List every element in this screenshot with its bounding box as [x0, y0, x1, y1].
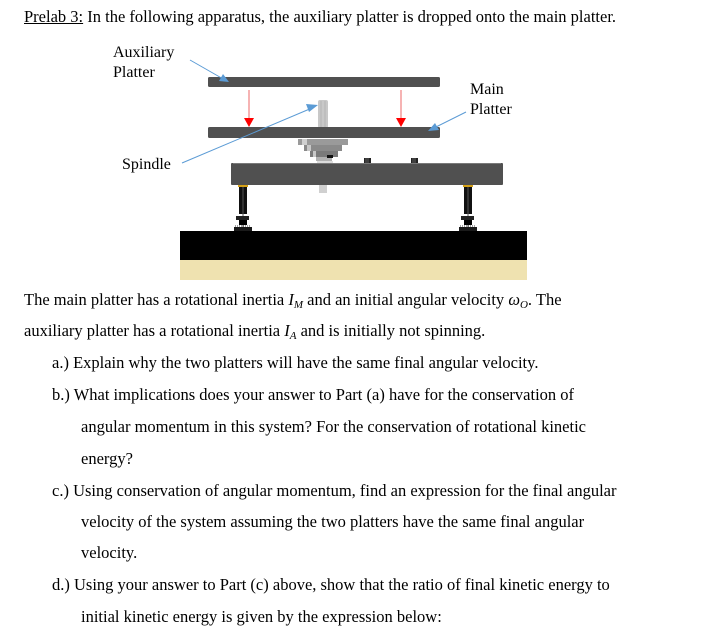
auxiliary-platter	[208, 77, 440, 87]
base-black	[180, 231, 527, 260]
question-d: d.) Using your answer to Part (c) above,…	[52, 575, 610, 594]
auxiliary-label-line2: Platter	[113, 64, 155, 81]
intro-text: . The	[527, 290, 562, 309]
knob-right-icon	[411, 158, 418, 163]
platter-hub	[298, 139, 348, 163]
leg-left	[234, 185, 252, 232]
leg-right	[459, 185, 477, 232]
apparatus-figure	[180, 59, 527, 280]
spindle	[318, 100, 328, 193]
main-leader-arrow-icon	[428, 111, 467, 131]
intro-line-2: auxiliary platter has a rotational inert…	[24, 321, 485, 346]
intro-text: auxiliary platter has a rotational inert…	[24, 321, 285, 340]
question-a: a.) Explain why the two platters will ha…	[52, 353, 539, 372]
question-b-cont: energy?	[81, 449, 133, 468]
main-platter	[208, 127, 440, 138]
question-d-cont: initial kinetic energy is given by the e…	[81, 607, 442, 626]
base-tan	[180, 260, 527, 280]
prelab-title-text: In the following apparatus, the auxiliar…	[83, 7, 617, 26]
auxiliary-platter-label: Auxiliary Platter	[113, 43, 174, 83]
omega-zero-symbol: ωO	[508, 290, 528, 311]
prelab-label: Prelab 3:	[24, 7, 84, 26]
auxiliary-leader-arrow-icon	[189, 59, 229, 82]
spindle-label: Spindle	[122, 156, 171, 173]
question-c-cont: velocity.	[81, 543, 138, 562]
main-platter-label: Main Platter	[470, 80, 512, 120]
intro-line-1: The main platter has a rotational inerti…	[24, 290, 562, 315]
inertia-main-symbol: IM	[288, 290, 304, 311]
intro-text: and is initially not spinning.	[296, 321, 486, 340]
inertia-aux-symbol: IA	[284, 321, 297, 342]
prelab-title: Prelab 3: In the following apparatus, th…	[24, 7, 616, 27]
apparatus-diagram: Auxiliary Platter Main Platter Spindle	[0, 0, 715, 285]
spindle-leader-arrow-icon	[181, 104, 318, 164]
intro-text: and an initial angular velocity	[303, 290, 509, 309]
question-c: c.) Using conservation of angular moment…	[52, 481, 617, 500]
drop-arrow-right-icon	[396, 90, 406, 127]
knob-left-icon	[364, 158, 371, 163]
question-c-cont: velocity of the system assuming the two …	[81, 512, 585, 531]
turntable-body	[231, 163, 503, 185]
main-label-line2: Platter	[470, 101, 512, 118]
drop-arrow-left-icon	[244, 90, 254, 127]
question-b-cont: angular momentum in this system? For the…	[81, 417, 586, 436]
intro-text: The main platter has a rotational inerti…	[24, 290, 289, 309]
question-b: b.) What implications does your answer t…	[52, 385, 575, 404]
main-label-line1: Main	[470, 81, 504, 98]
auxiliary-label-line1: Auxiliary	[113, 44, 175, 61]
